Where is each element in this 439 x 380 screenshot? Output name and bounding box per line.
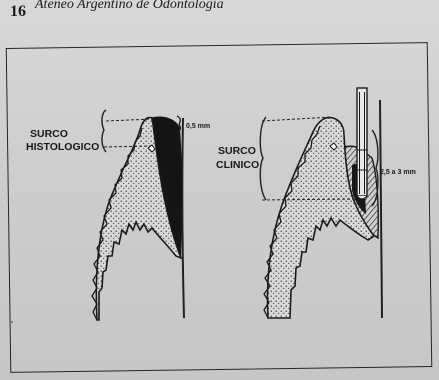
- left-label-line2: HISTOLOGICO: [26, 141, 99, 153]
- right-tooth-surface: [380, 100, 382, 318]
- right-measurement: 2,5 a 3 mm: [380, 169, 416, 176]
- periodontal-probe: [357, 88, 367, 199]
- left-label-line1: SURCO: [30, 128, 68, 140]
- left-brace: [102, 110, 106, 152]
- right-label-line2: CLINICO: [216, 159, 259, 171]
- left-measurement: 0,5 mm: [186, 123, 210, 130]
- right-left-brace: [260, 117, 266, 200]
- left-tooth-surface: [182, 118, 184, 318]
- left-gingiva-diagram: SURCO HISTOLOGICO 0,5 mm: [26, 110, 210, 320]
- right-label-line1: SURCO: [218, 145, 256, 157]
- print-speck: [11, 321, 13, 323]
- right-gingiva-diagram: SURCO CLINICO 2,5 a 3 mm: [216, 88, 416, 318]
